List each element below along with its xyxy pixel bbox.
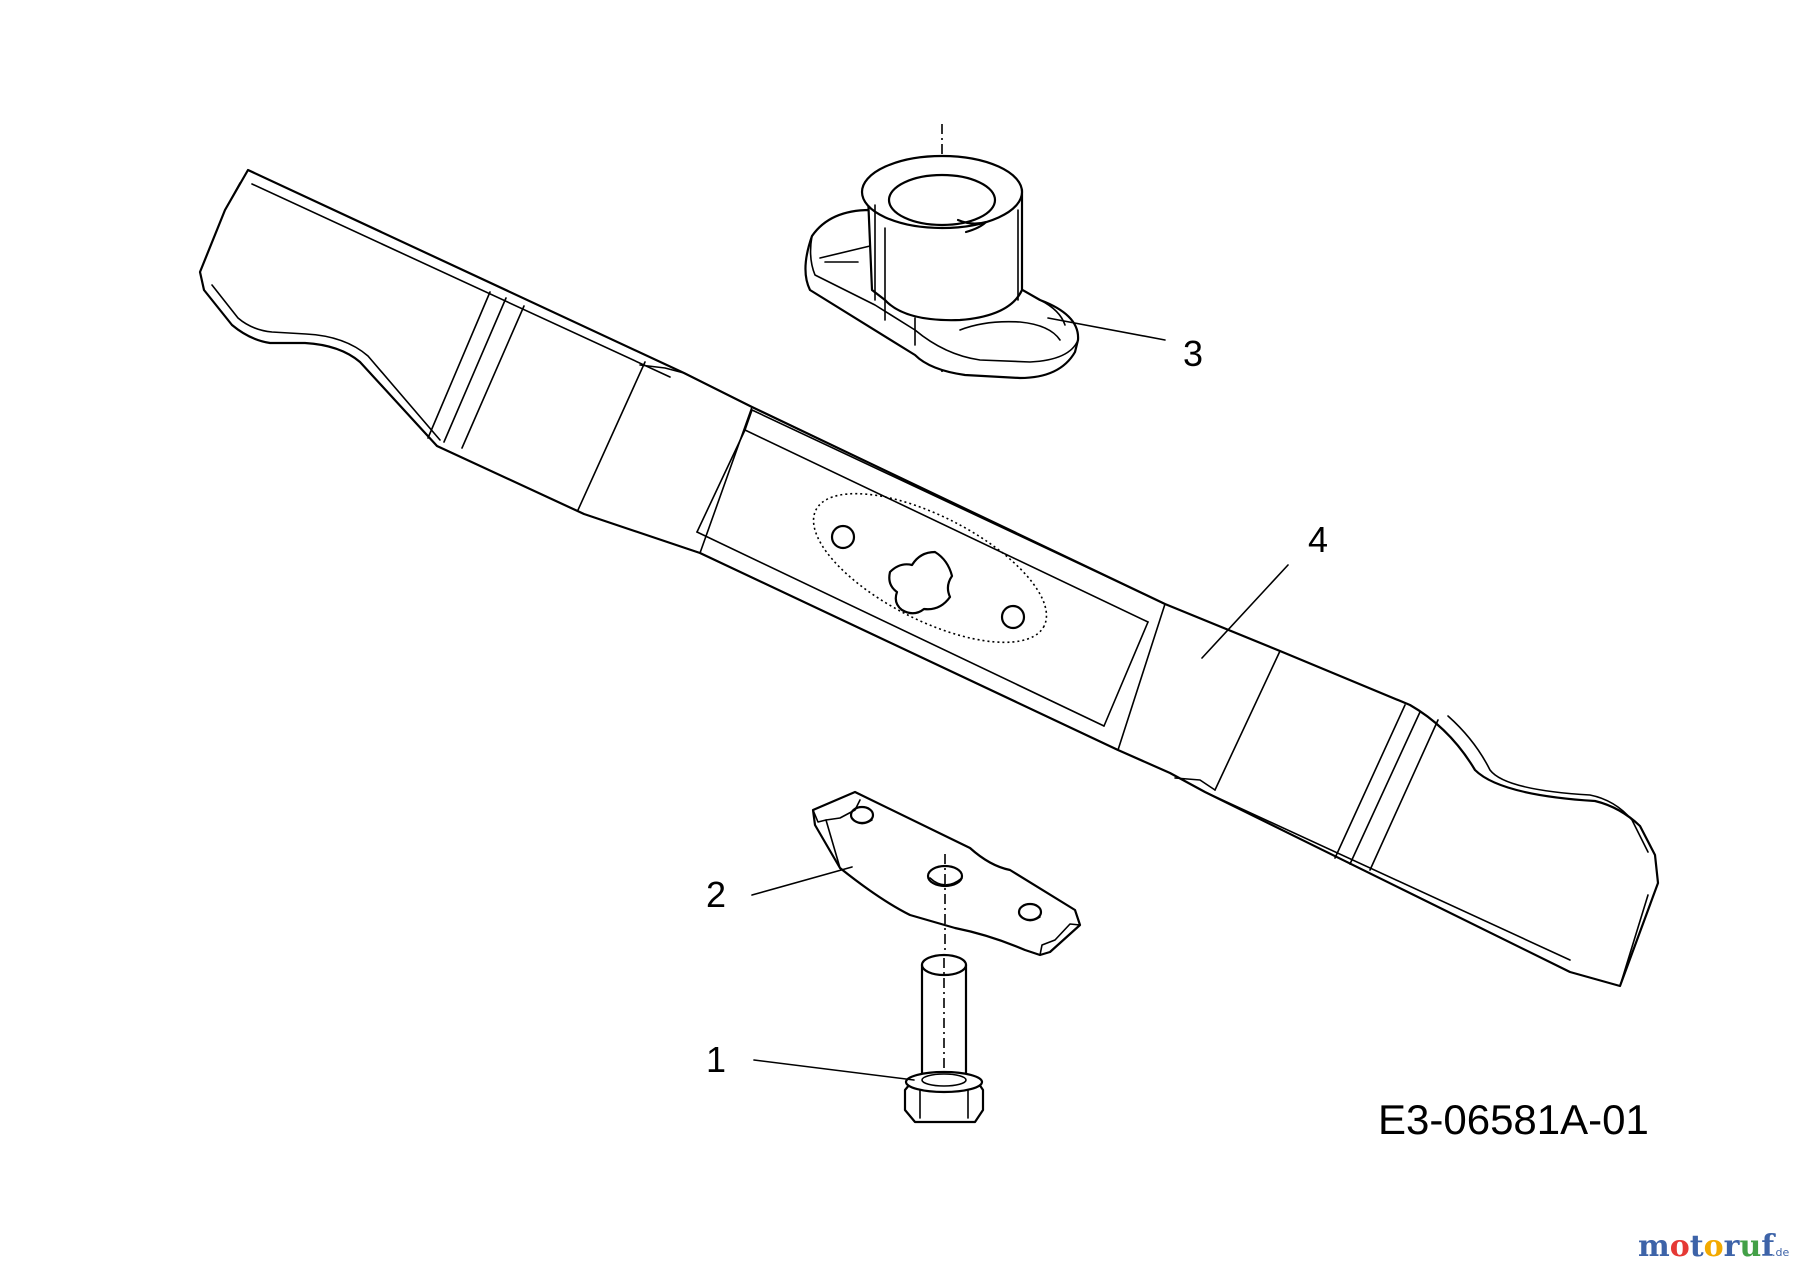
drawing-code: E3-06581A-01 [1378,1096,1649,1143]
svg-text:motoruf: motoruf [1638,1229,1776,1264]
leader-line-2 [751,866,853,896]
leader-line-3 [1047,317,1166,341]
svg-text:.de: .de [1772,1246,1789,1259]
leader-line-4 [1201,564,1289,659]
callout-number-1: 1 [706,1039,726,1080]
logo-letter: t [1690,1229,1704,1264]
bolt [903,953,985,1124]
logo-letter: r [1724,1229,1741,1264]
blade-stiffener [811,790,1082,960]
callout-number-4: 4 [1308,519,1328,560]
motoruf-logo: motoruf .de [1638,1229,1789,1264]
mower-blade [198,168,1660,988]
callout-number-3: 3 [1183,333,1203,374]
logo-letter: o [1670,1229,1690,1264]
logo-letter: o [1704,1229,1724,1264]
logo-letter: f [1761,1229,1776,1264]
leader-line-1 [753,1059,915,1081]
blade-adapter [804,124,1080,380]
callout-number-2: 2 [706,874,726,915]
logo-letter: m [1638,1229,1670,1264]
logo-letter: u [1739,1229,1761,1264]
